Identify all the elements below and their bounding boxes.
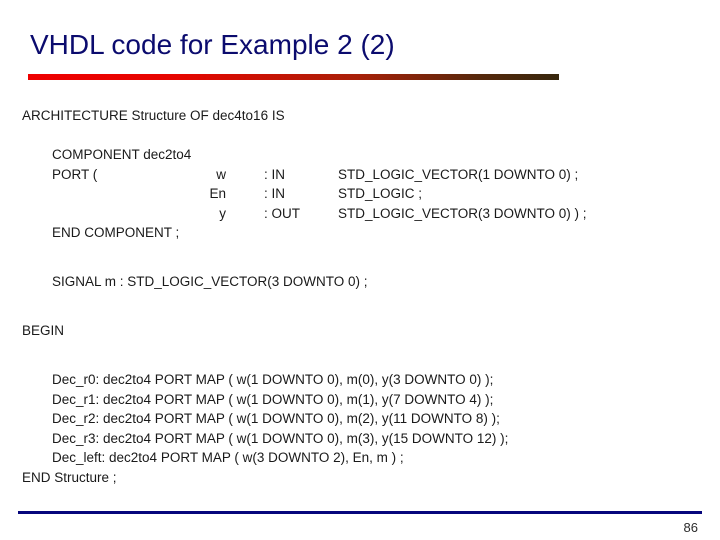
port-row: PORT ( w : IN STD_LOGIC_VECTOR(1 DOWNTO … xyxy=(52,165,702,185)
code-spacer xyxy=(22,341,702,361)
port-type: STD_LOGIC ; xyxy=(338,186,423,201)
code-line-begin: BEGIN xyxy=(22,323,65,338)
code-spacer xyxy=(22,126,702,146)
code-spacer xyxy=(22,262,702,272)
code-line-component: COMPONENT dec2to4 xyxy=(52,147,192,162)
title-divider-rule xyxy=(28,74,559,80)
port-row: y : OUT STD_LOGIC_VECTOR(3 DOWNTO 0) ) ; xyxy=(52,204,702,224)
vhdl-code-block: ARCHITECTURE Structure OF dec4to16 IS CO… xyxy=(22,106,702,487)
port-signal-name: y xyxy=(219,205,226,221)
code-line-end-component: END COMPONENT ; xyxy=(52,225,180,240)
port-type: STD_LOGIC_VECTOR(1 DOWNTO 0) ; xyxy=(338,166,579,182)
page-number: 86 xyxy=(683,520,698,535)
code-spacer xyxy=(22,243,702,263)
code-line-port-map: Dec_r0: dec2to4 PORT MAP ( w(1 DOWNTO 0)… xyxy=(52,372,494,387)
code-line-port-map: Dec_r3: dec2to4 PORT MAP ( w(1 DOWNTO 0)… xyxy=(52,430,509,446)
port-direction: : IN xyxy=(264,186,286,201)
code-line-port-map: Dec_r2: dec2to4 PORT MAP ( w(1 DOWNTO 0)… xyxy=(52,411,500,426)
port-direction: : IN xyxy=(264,166,286,182)
port-type: STD_LOGIC_VECTOR(3 DOWNTO 0) ) ; xyxy=(338,205,587,221)
code-line-signal: SIGNAL m : STD_LOGIC_VECTOR(3 DOWNTO 0) … xyxy=(52,274,368,289)
code-line-port-map: Dec_left: dec2to4 PORT MAP ( w(3 DOWNTO … xyxy=(52,450,404,465)
footer-divider-rule xyxy=(18,511,702,514)
code-line-end-structure: END Structure ; xyxy=(22,469,117,485)
code-spacer xyxy=(22,360,702,370)
port-declaration-table: PORT ( w : IN STD_LOGIC_VECTOR(1 DOWNTO … xyxy=(22,165,702,224)
code-line-port-map: Dec_r1: dec2to4 PORT MAP ( w(1 DOWNTO 0)… xyxy=(52,391,494,407)
code-spacer xyxy=(22,292,702,312)
code-line-architecture: ARCHITECTURE Structure OF dec4to16 IS xyxy=(22,108,285,123)
port-signal-name: w xyxy=(216,166,226,182)
port-keyword: PORT ( xyxy=(52,166,98,182)
code-spacer xyxy=(22,311,702,321)
port-direction: : OUT xyxy=(264,205,300,221)
page-title: VHDL code for Example 2 (2) xyxy=(30,29,395,60)
port-signal-name: En xyxy=(209,186,226,201)
port-row: En : IN STD_LOGIC ; xyxy=(52,184,702,204)
